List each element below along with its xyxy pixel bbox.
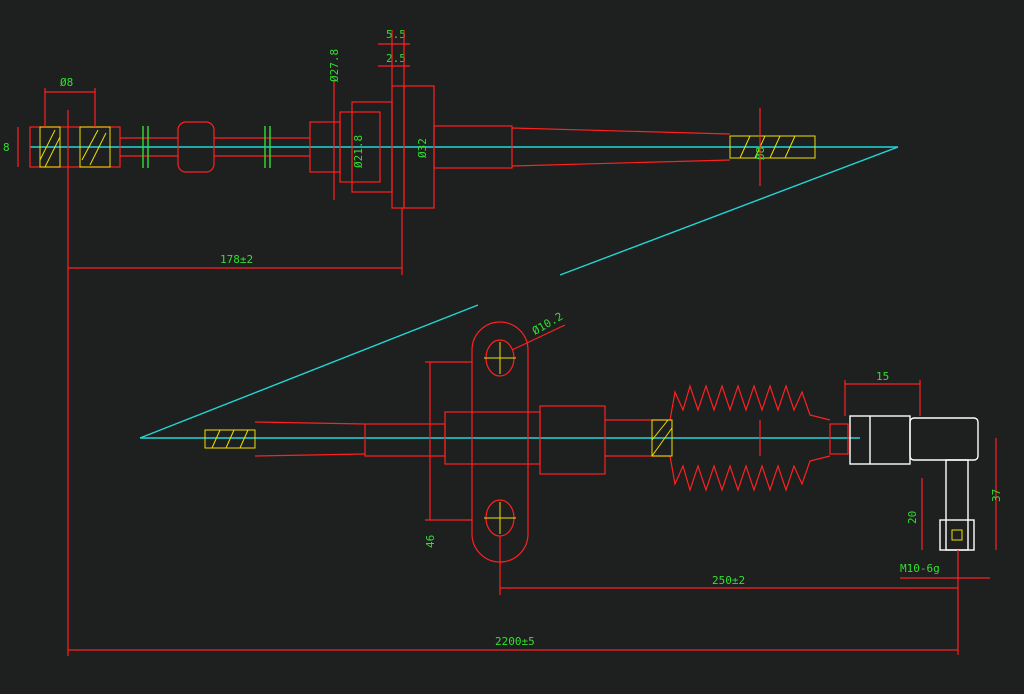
- threaded-rod-bottom: [204, 429, 256, 449]
- rod-end-nut: [849, 415, 911, 465]
- left-hatch-a: [39, 126, 61, 168]
- left-ferrule: [29, 126, 121, 168]
- threaded-rod-top: [729, 135, 816, 159]
- dim-bracket-height: 46: [424, 535, 437, 548]
- dim-rod-end-stem: 20: [906, 511, 919, 524]
- sleeve-tube: [433, 125, 513, 169]
- dim-flange-outer: Ø32: [416, 138, 429, 158]
- flange-taper: [339, 111, 381, 183]
- dim-flange-inner: Ø21.8: [352, 135, 365, 168]
- dim-length-partial: 250±2: [712, 574, 745, 587]
- lower-swage: [539, 405, 606, 475]
- dim-left-height: 8: [3, 141, 10, 154]
- lower-sleeve: [364, 423, 446, 457]
- boot-clamp-hatch: [651, 419, 673, 457]
- dim-flange-width: 5.5: [386, 28, 406, 41]
- rubber-boot-top: [655, 383, 831, 421]
- dim-thread: M10-6g: [900, 562, 940, 575]
- dim-length-top: 178±2: [220, 253, 253, 266]
- dim-boot-length: 15: [876, 370, 889, 383]
- rubber-boot-bottom: [655, 455, 831, 493]
- dim-flange-top: Ø27.8: [328, 49, 341, 82]
- swage-body: [177, 121, 215, 173]
- break-line-2: [139, 304, 479, 439]
- lower-cable-view: 46 Ø10.2 15 37 20 M10-6g 250±2: [140, 310, 1003, 655]
- dim-rod-end-height: 37: [990, 489, 1003, 502]
- upper-cable-view: Ø8 8 Ø27.8 5.5 2.5 Ø21.8 Ø32 Ø8 178±2: [3, 28, 899, 439]
- dim-length-overall: 2200±5: [495, 635, 535, 648]
- dim-flange-small: 2.5: [386, 52, 406, 65]
- break-line-1: [559, 146, 899, 276]
- rod-end-eye: [909, 417, 979, 461]
- dim-left-bore: Ø8: [60, 76, 73, 89]
- rod-end-stem: [945, 459, 969, 551]
